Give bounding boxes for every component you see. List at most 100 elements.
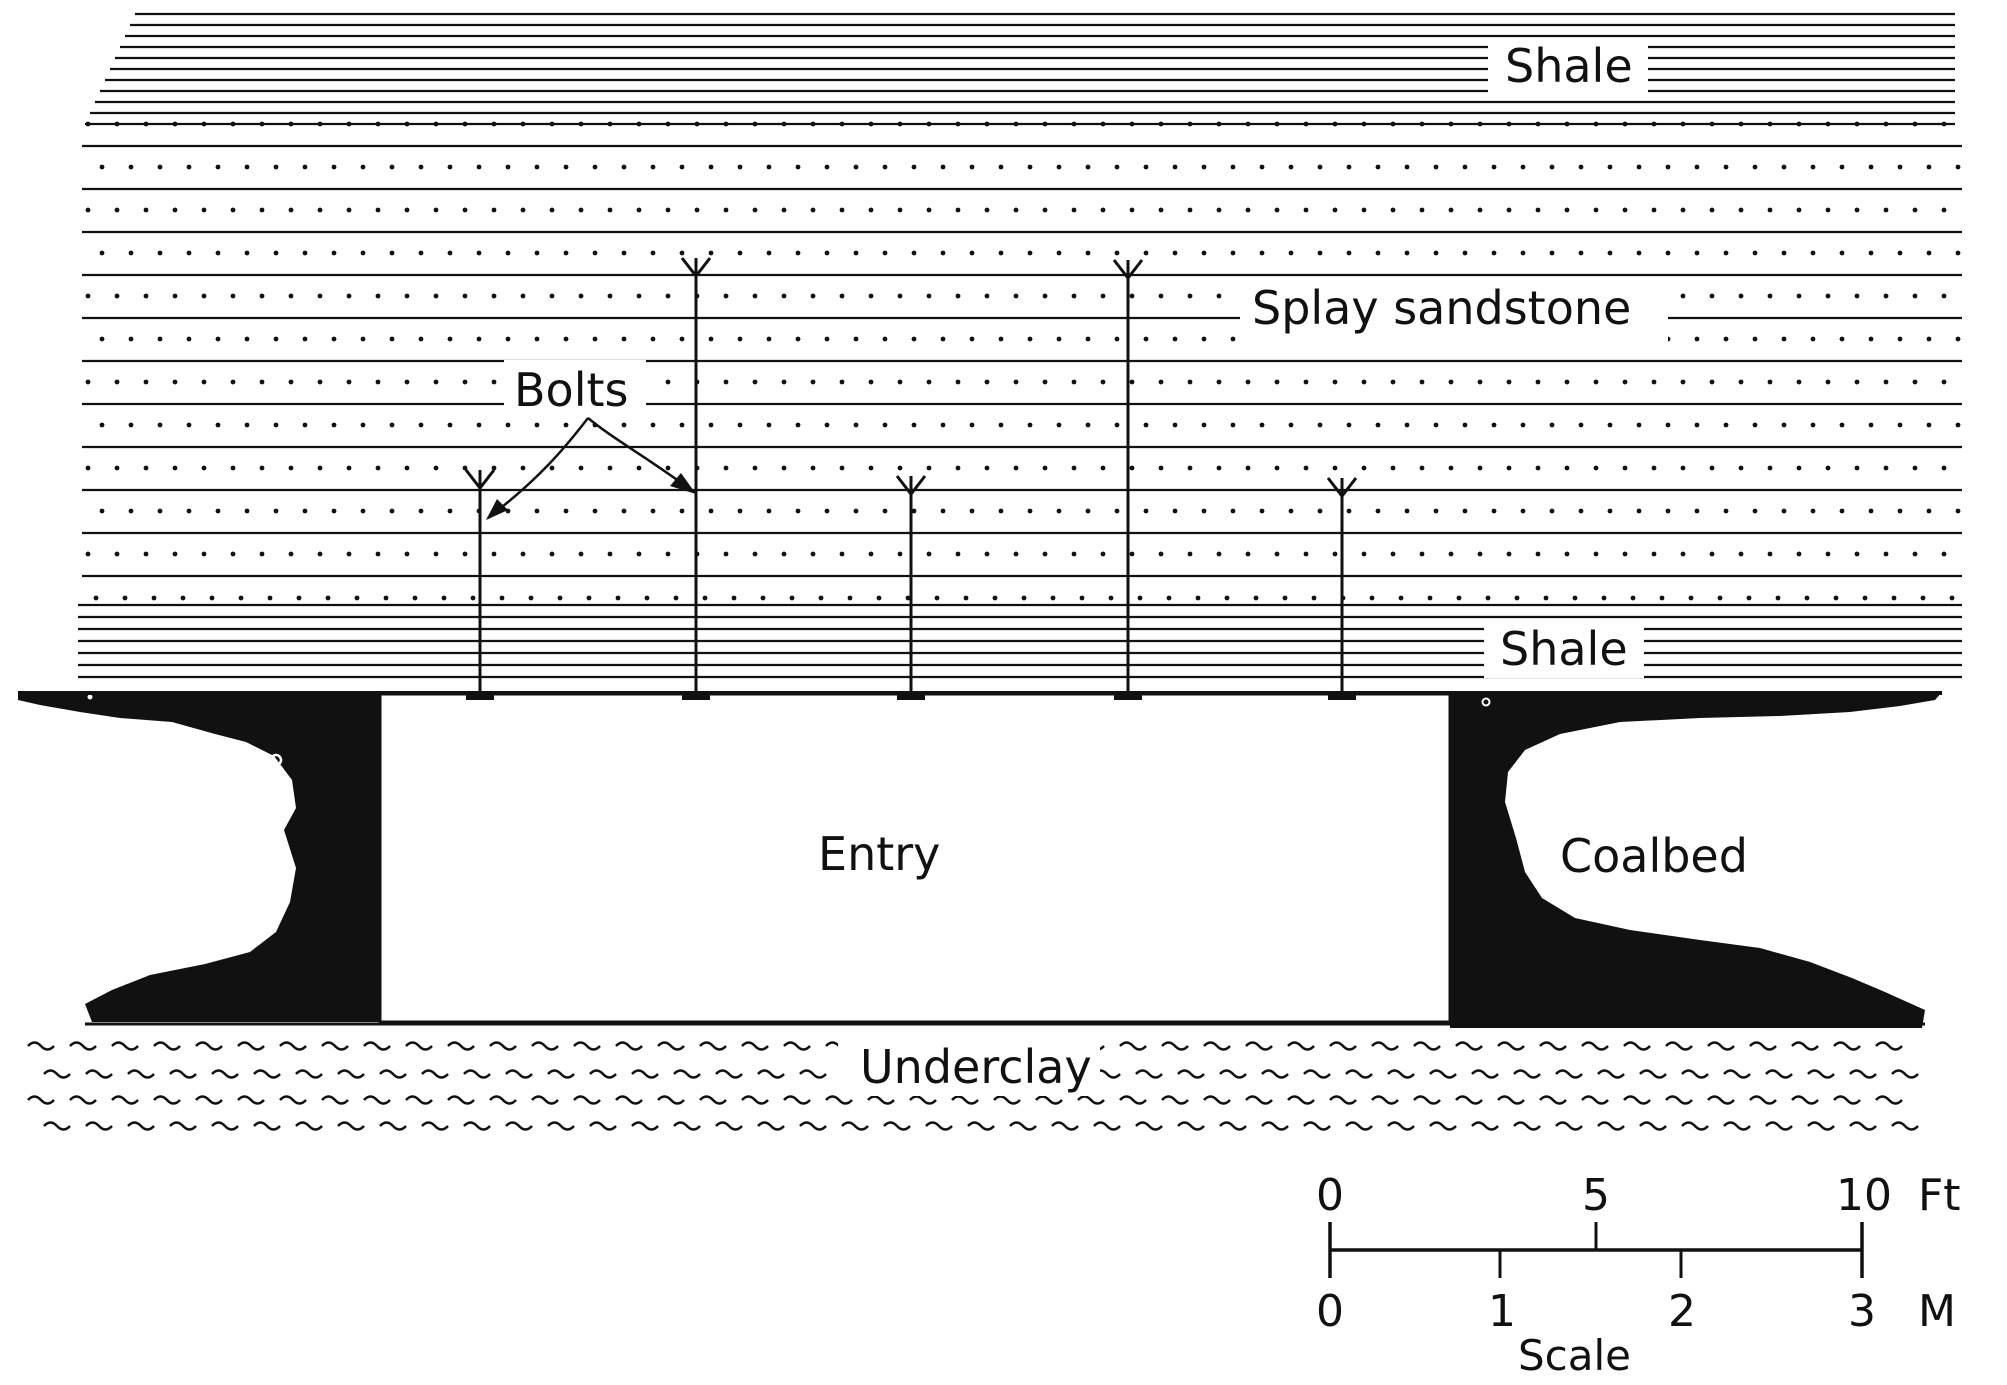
sandstone-dot bbox=[346, 379, 352, 385]
sandstone-dot bbox=[1448, 551, 1454, 557]
underclay-squiggle bbox=[1849, 1121, 1877, 1131]
sandstone-dot bbox=[984, 551, 990, 557]
sandstone-dot bbox=[1027, 336, 1033, 342]
sandstone-dot bbox=[1955, 336, 1961, 342]
sandstone-dot bbox=[1941, 207, 1947, 213]
sandstone-dot bbox=[1781, 422, 1787, 428]
sandstone-dot bbox=[621, 164, 627, 170]
sandstone-dot bbox=[433, 379, 439, 385]
sandstone-dot bbox=[186, 336, 192, 342]
underclay-squiggle bbox=[1303, 1121, 1331, 1131]
sandstone-dot bbox=[244, 508, 250, 514]
underclay-squiggle bbox=[195, 1041, 223, 1051]
sandstone-dot bbox=[1303, 465, 1309, 471]
sandstone-dot bbox=[288, 207, 294, 213]
sandstone-dot bbox=[984, 293, 990, 299]
sandstone-dot bbox=[723, 207, 729, 213]
sandstone-dot bbox=[230, 293, 236, 299]
sandstone-dot bbox=[433, 293, 439, 299]
sandstone-dot bbox=[1955, 164, 1961, 170]
sandstone-dot bbox=[636, 121, 642, 127]
entry-opening bbox=[378, 692, 1452, 1024]
underclay-squiggle bbox=[1749, 1095, 1777, 1105]
sandstone-dot bbox=[1448, 207, 1454, 213]
sandstone-dot bbox=[1346, 508, 1352, 514]
shale-top-label: Shale bbox=[1505, 39, 1633, 93]
sandstone-dot bbox=[491, 121, 497, 127]
sandstone-dot bbox=[926, 465, 932, 471]
sandstone-dot bbox=[1694, 336, 1700, 342]
sandstone-dot bbox=[1114, 336, 1120, 342]
sandstone-dot bbox=[1738, 379, 1744, 385]
shale-bottom-label-mask bbox=[1484, 622, 1644, 678]
bolts-leader-left bbox=[487, 417, 589, 519]
underclay-squiggle bbox=[1513, 1121, 1541, 1131]
underclay-squiggle bbox=[337, 1069, 365, 1079]
scale-title: Scale bbox=[1518, 1331, 1631, 1380]
sandstone-dot bbox=[940, 164, 946, 170]
sandstone-dot bbox=[795, 422, 801, 428]
sandstone-dot bbox=[1723, 336, 1729, 342]
sandstone-dot bbox=[1042, 465, 1048, 471]
sandstone-dot bbox=[114, 551, 120, 557]
sandstone-dot bbox=[1636, 508, 1642, 514]
sandstone-dot bbox=[230, 551, 236, 557]
sandstone-dot bbox=[476, 164, 482, 170]
underclay-squiggle bbox=[967, 1121, 995, 1131]
roof-bolts bbox=[464, 257, 1358, 700]
sandstone-dot bbox=[1390, 121, 1396, 127]
bolt-anchor-icon bbox=[464, 469, 496, 491]
sandstone-dot bbox=[621, 422, 627, 428]
scale-m-0: 0 bbox=[1316, 1286, 1344, 1337]
sandstone-dot bbox=[325, 595, 331, 601]
sandstone-dot bbox=[1694, 508, 1700, 514]
sandstone-dot bbox=[85, 551, 91, 557]
sandstone-dot bbox=[215, 250, 221, 256]
sandstone-dot bbox=[1688, 595, 1694, 601]
sandstone-dot bbox=[1833, 595, 1839, 601]
sandstone-dot bbox=[1665, 422, 1671, 428]
underclay-squiggle bbox=[799, 1069, 827, 1079]
sandstone-dot bbox=[1825, 293, 1831, 299]
sandstone-dot bbox=[1549, 164, 1555, 170]
sandstone-dot bbox=[99, 508, 105, 514]
sandstone-dot bbox=[1680, 551, 1686, 557]
sandstone-dot bbox=[201, 207, 207, 213]
sandstone-dot bbox=[1201, 250, 1207, 256]
sandstone-dot bbox=[1129, 207, 1135, 213]
sandstone-dot bbox=[1253, 595, 1259, 601]
underclay-squiggle bbox=[1371, 1041, 1399, 1051]
sandstone-dot bbox=[766, 336, 772, 342]
sandstone-dot bbox=[201, 465, 207, 471]
underclay-squiggle bbox=[1329, 1041, 1357, 1051]
sandstone-dot bbox=[534, 250, 540, 256]
sandstone-dot bbox=[1013, 207, 1019, 213]
underclay-squiggle bbox=[69, 1095, 97, 1105]
sandstone-dot bbox=[1912, 293, 1918, 299]
sandstone-dot bbox=[1564, 465, 1570, 471]
sandstone-dot bbox=[1274, 121, 1280, 127]
sandstone-dot bbox=[766, 422, 772, 428]
sandstone-dot bbox=[737, 508, 743, 514]
sandstone-dot bbox=[317, 207, 323, 213]
sandstone-dot bbox=[302, 250, 308, 256]
sandstone-dot bbox=[1767, 293, 1773, 299]
sandstone-dot bbox=[1317, 422, 1323, 428]
sandstone-dot bbox=[1332, 465, 1338, 471]
sandstone-dot bbox=[476, 250, 482, 256]
sandstone-dot bbox=[1607, 250, 1613, 256]
sandstone-dot bbox=[1303, 207, 1309, 213]
sandstone-dot bbox=[1071, 121, 1077, 127]
sandstone-dot bbox=[114, 207, 120, 213]
sandstone-dot bbox=[346, 293, 352, 299]
sandstone-dot bbox=[499, 595, 505, 601]
sandstone-dot bbox=[702, 595, 708, 601]
sandstone-dot bbox=[1868, 422, 1874, 428]
sandstone-dot bbox=[1781, 164, 1787, 170]
sandstone-dot bbox=[549, 293, 555, 299]
sandstone-dot bbox=[433, 465, 439, 471]
sandstone-dot bbox=[1419, 379, 1425, 385]
sandstone-dot bbox=[1303, 121, 1309, 127]
underclay-squiggle bbox=[279, 1041, 307, 1051]
sandstone-dot bbox=[934, 595, 940, 601]
